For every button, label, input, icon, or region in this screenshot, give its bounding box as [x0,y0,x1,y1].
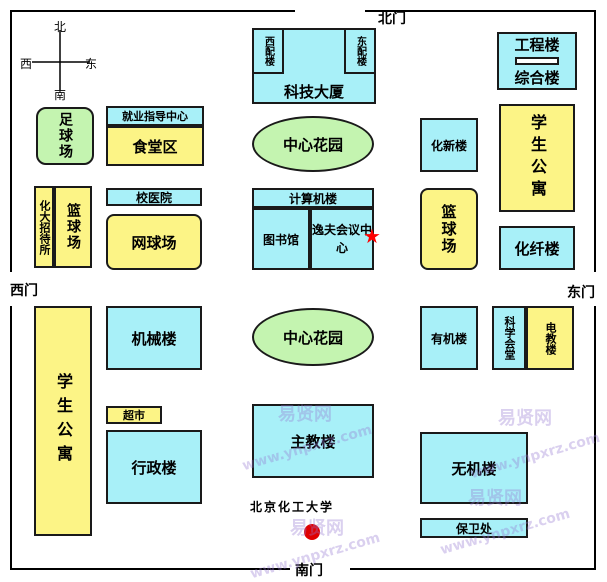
west-gate-opening [6,272,14,306]
central-garden-south: 中心花园 [252,308,374,366]
south-gate-label: 南门 [295,563,323,579]
zuqiu-field: 足球场 [36,107,94,165]
east-gate-opening [592,272,602,306]
tushuguan-building: 图书馆 [252,208,310,270]
jixie-building: 机械楼 [106,306,202,370]
shitang-area: 食堂区 [106,126,204,166]
chaoshi-store: 超市 [106,406,162,424]
north-gate-label: 北门 [378,11,406,27]
lanqiu-west-court: 篮球场 [54,186,92,268]
gongcheng-connector [515,57,559,65]
north-gate-opening [295,6,365,14]
watermark-text: 易贤网 [278,404,332,425]
youji-building: 有机楼 [420,306,478,370]
gongcheng-zonghe-building: 工程楼 综合楼 [497,32,577,90]
dongpei-building: 东配楼 [344,28,376,74]
jiuye-center: 就业指导中心 [106,106,204,126]
watermark-text: 易贤网 [290,518,344,539]
compass-west: 西 [20,57,33,71]
kexue-huitang: 科学会堂 [492,306,526,370]
yifu-conference-center: 逸夫会议中心 [310,208,374,270]
zhaodaisuo-building: 化大招待所 [34,186,54,268]
student-dorm-west: 学生公寓 [34,306,92,536]
huaxin-building: 化新楼 [420,118,478,172]
central-garden-north: 中心花园 [252,116,374,172]
wangqiu-court: 网球场 [106,214,202,270]
location-star-icon: ★ [363,224,381,248]
zonghe-label: 综合楼 [514,69,560,87]
wuji-building: 无机楼 [420,432,528,504]
compass-east: 东 [85,57,98,71]
xiaoyiyuan-building: 校医院 [106,188,202,206]
compass-rose-icon [32,30,90,90]
dianjiao-building: 电教楼 [526,306,574,370]
watermark-text: 易贤网 [498,408,552,429]
student-dorm-east: 学生公寓 [499,104,575,212]
university-name: 北京化工大学 [250,500,335,514]
south-gate-opening [290,566,350,574]
watermark-text: 易贤网 [468,488,522,509]
gongcheng-label: 工程楼 [514,36,560,54]
keji-dasha-label: 科技大厦 [283,82,344,101]
compass-south: 南 [54,88,67,102]
lanqiu-east-court: 篮球场 [420,188,478,270]
xipei-building: 西配楼 [252,28,284,74]
xingzheng-building: 行政楼 [106,430,202,504]
compass-north: 北 [54,20,67,34]
current-position-dot [304,524,320,540]
zhujiao-building: 主教楼 [252,404,374,478]
baoweichu-building: 保卫处 [420,518,528,538]
east-gate-label: 东门 [567,285,595,301]
jisuanji-building: 计算机楼 [252,188,374,208]
huaxian-building: 化纤楼 [499,226,575,270]
west-gate-label: 西门 [10,283,38,299]
